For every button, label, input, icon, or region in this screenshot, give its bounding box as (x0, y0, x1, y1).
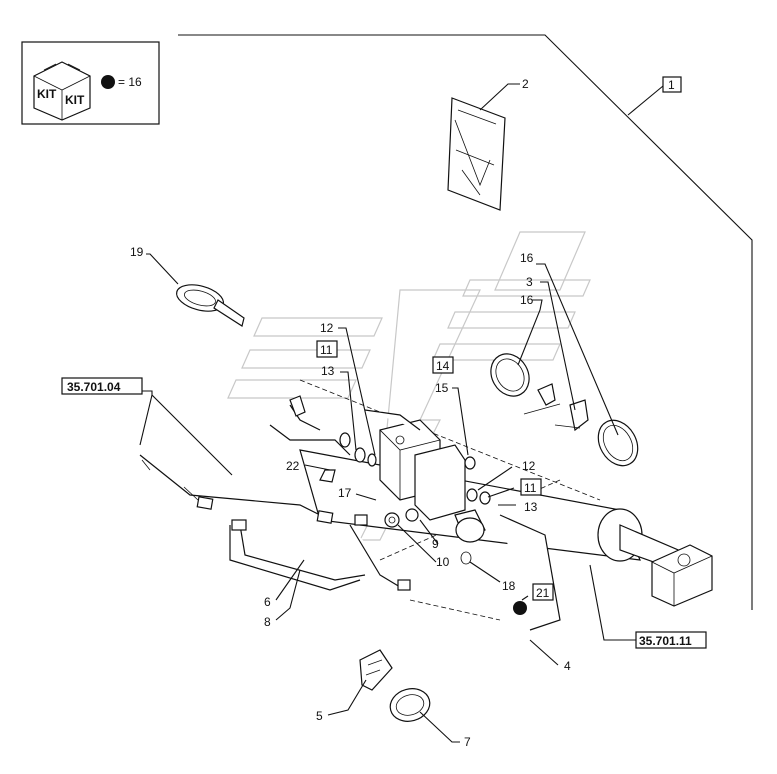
callout-10: 10 (436, 555, 450, 569)
callout-9: 9 (432, 537, 439, 551)
kit-legend-box: KIT KIT = 16 (21, 41, 160, 125)
callout-18: 18 (502, 579, 516, 593)
kit-equals-label: = 16 (118, 75, 142, 89)
callout-17: 17 (338, 486, 352, 500)
callout-8: 8 (264, 615, 271, 629)
callout-2: 2 (522, 77, 529, 91)
reference-boxes: 35.701.04 35.701.11 (61, 377, 707, 649)
fittings (196, 395, 527, 615)
callout-14: 14 (436, 359, 450, 373)
callout-11-right: 11 (524, 481, 537, 495)
callout-12-right: 12 (522, 459, 536, 473)
callout-labels: 16 3 16 12 13 15 22 12 13 17 9 10 18 6 8… (264, 251, 571, 749)
callout-19: 19 (130, 245, 144, 259)
leader-lines (139, 263, 636, 743)
valve-block (379, 419, 486, 543)
ref-right-label: 35.701.11 (639, 634, 692, 648)
callout-1: 1 (668, 78, 675, 92)
ref-box-left (61, 377, 143, 395)
callout-11-left: 11 (320, 343, 333, 357)
callout-7: 7 (464, 735, 471, 749)
callout-13-left: 13 (321, 364, 335, 378)
callout-12-left: 12 (320, 321, 334, 335)
callout-15: 15 (435, 381, 449, 395)
callout-4: 4 (564, 659, 571, 673)
manual-part: 2 (447, 77, 529, 211)
callout-21: 21 (536, 586, 550, 600)
ref-left-label: 35.701.04 (67, 380, 121, 394)
clamps-upper (490, 353, 639, 467)
strap-part: 19 (130, 245, 245, 327)
kit-text-left: KIT (37, 87, 57, 101)
kit-text-right: KIT (65, 93, 85, 107)
callout-16-top: 16 (520, 251, 534, 265)
boxed-callouts: 11 14 11 21 (316, 340, 554, 601)
callout-22: 22 (286, 459, 300, 473)
callout-6: 6 (264, 595, 271, 609)
callout-5: 5 (316, 709, 323, 723)
group-outline: 1 (178, 34, 753, 610)
ref-box-right (635, 631, 707, 649)
callout-13-right: 13 (524, 500, 538, 514)
bottom-parts (359, 649, 431, 722)
callout-box-1 (662, 76, 682, 93)
hose-lines (139, 404, 561, 631)
kit-dot-icon (101, 75, 115, 89)
callout-16-bottom: 16 (520, 293, 534, 307)
kit-dot-part-18 (513, 601, 527, 615)
callout-3: 3 (526, 275, 533, 289)
